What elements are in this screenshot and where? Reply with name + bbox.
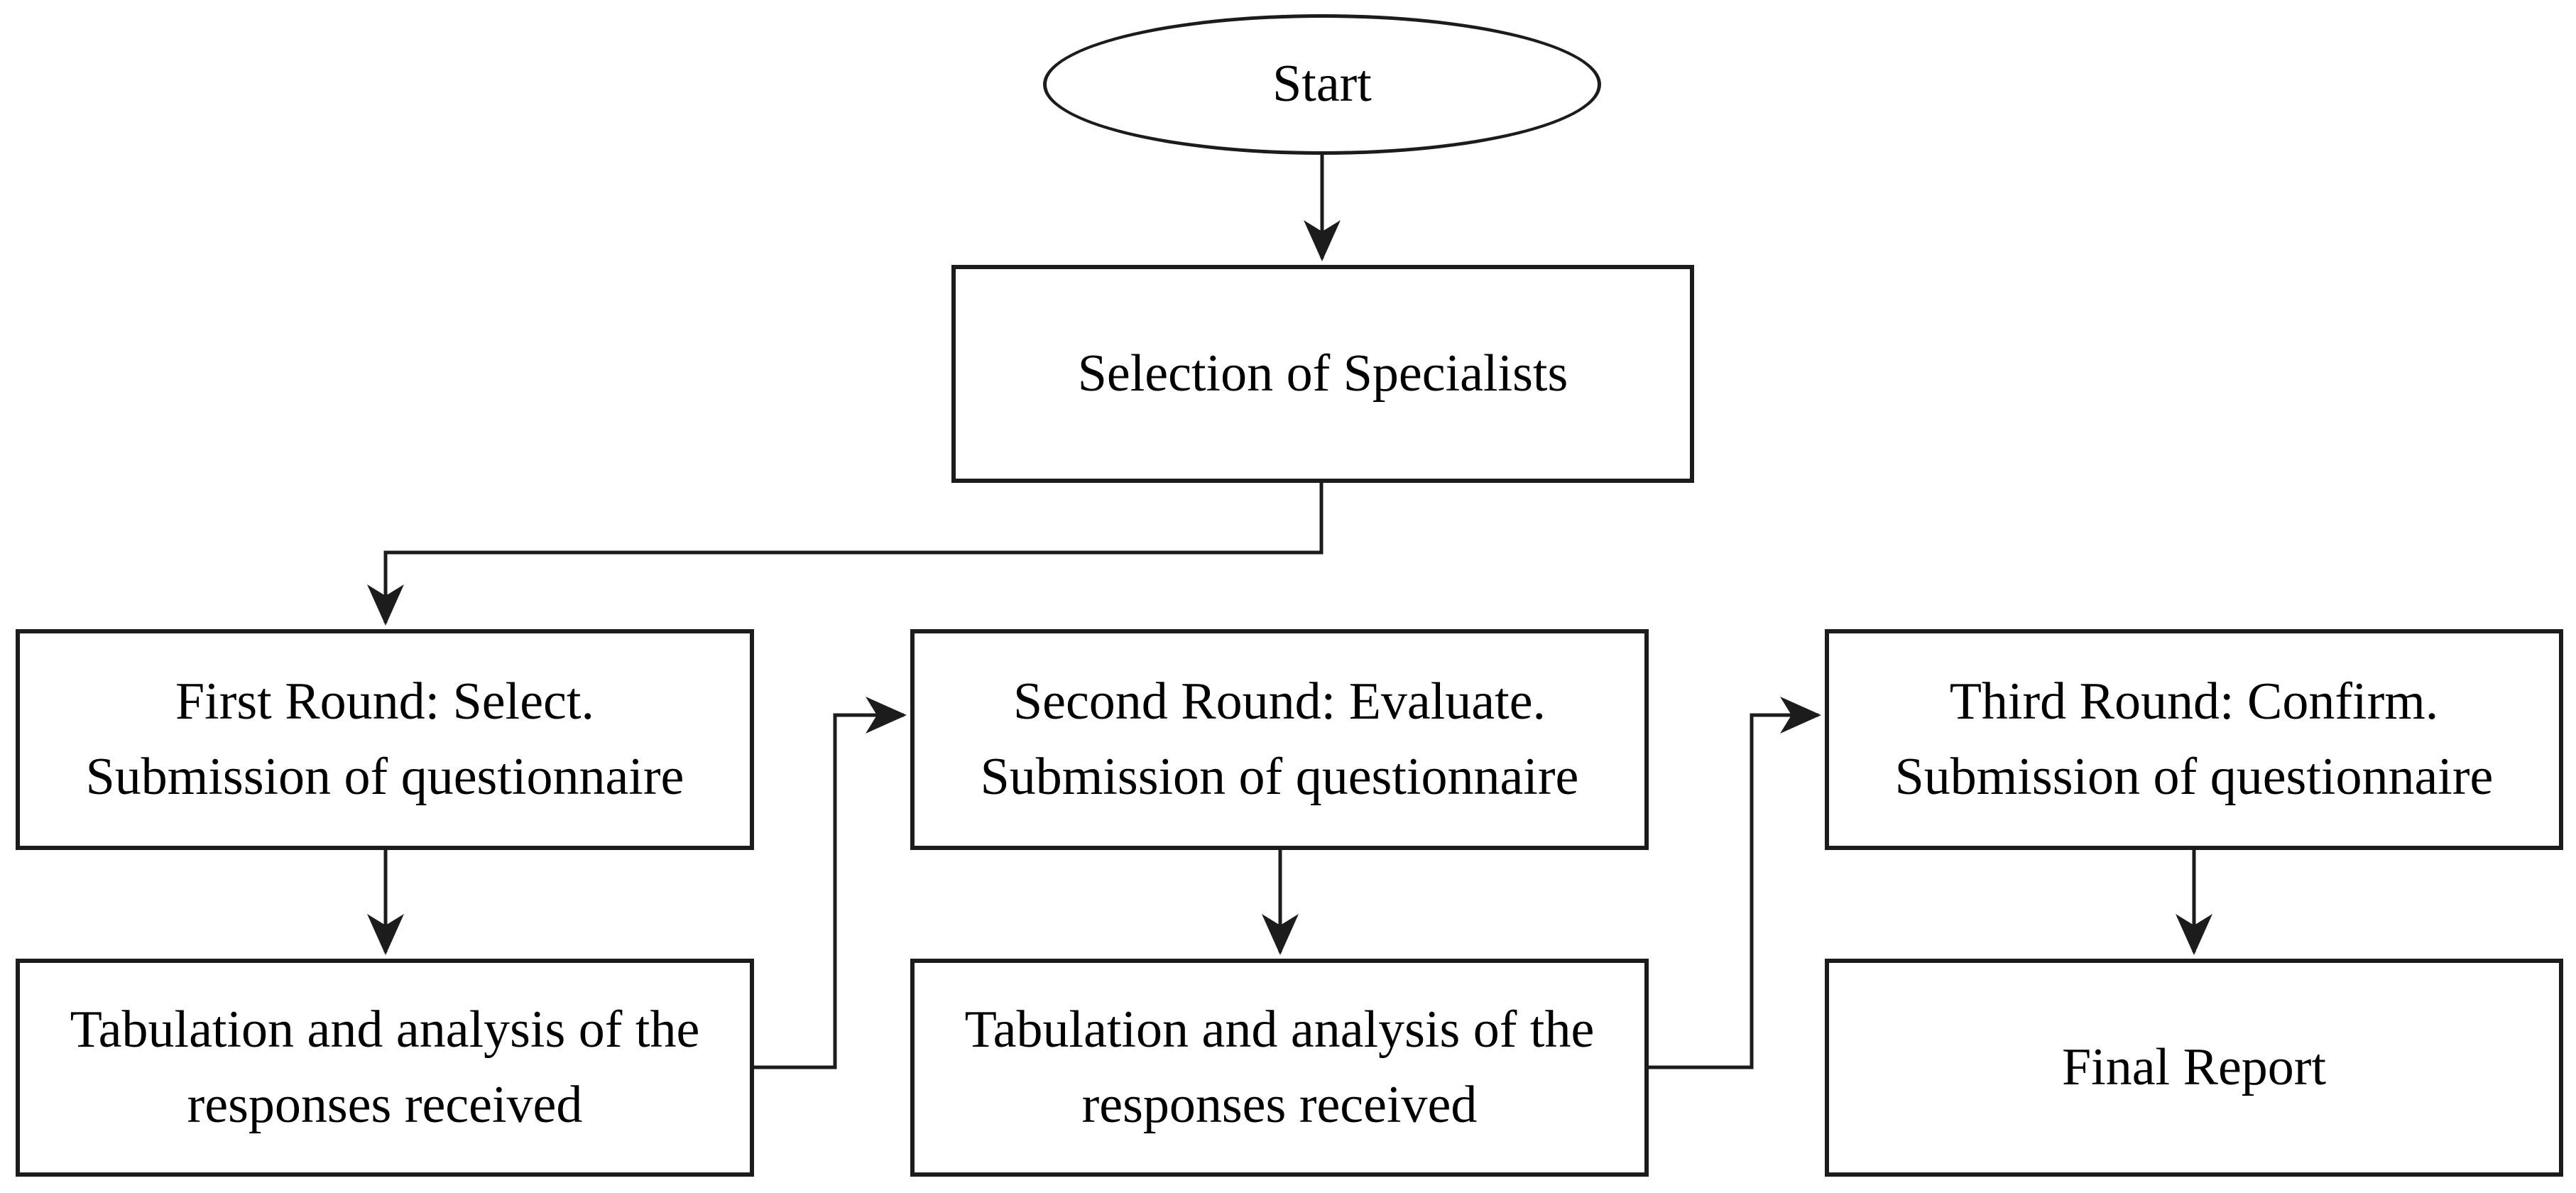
start-terminator: Start bbox=[1043, 14, 1601, 155]
third-round-line1: Third Round: Confirm. bbox=[1949, 672, 2439, 731]
third-round-line2: Submission of questionnaire bbox=[1894, 747, 2494, 806]
second-round-box: Second Round: Evaluate. Submission of qu… bbox=[910, 629, 1649, 850]
start-label: Start bbox=[1272, 55, 1372, 114]
selection-of-specialists-box: Selection of Specialists bbox=[951, 265, 1694, 483]
arrow-tabulation1-to-second-round bbox=[754, 697, 907, 1069]
second-round-line1: Second Round: Evaluate. bbox=[1013, 672, 1546, 731]
final-report-label: Final Report bbox=[2061, 1037, 2327, 1096]
second-round-line2: Submission of questionnaire bbox=[980, 747, 1579, 806]
selection-label: Selection of Specialists bbox=[1077, 344, 1568, 403]
third-round-box: Third Round: Confirm. Submission of ques… bbox=[1825, 629, 2563, 850]
arrow-tabulation2-to-third-round bbox=[1649, 697, 1821, 1069]
final-report-box: Final Report bbox=[1825, 959, 2563, 1177]
first-round-line1: First Round: Select. bbox=[175, 672, 594, 731]
first-round-line2: Submission of questionnaire bbox=[85, 747, 684, 806]
tabulation-analysis-box-2: Tabulation and analysis of the responses… bbox=[910, 959, 1649, 1177]
tabulation-analysis-box-1: Tabulation and analysis of the responses… bbox=[16, 959, 754, 1177]
first-round-box: First Round: Select. Submission of quest… bbox=[16, 629, 754, 850]
tabulation2-line1: Tabulation and analysis of the bbox=[964, 1001, 1595, 1059]
tabulation1-line1: Tabulation and analysis of the bbox=[70, 1001, 700, 1059]
arrow-selection-to-first-round bbox=[367, 483, 1324, 626]
tabulation2-line2: responses received bbox=[1081, 1075, 1478, 1134]
tabulation1-line2: responses received bbox=[187, 1075, 583, 1134]
